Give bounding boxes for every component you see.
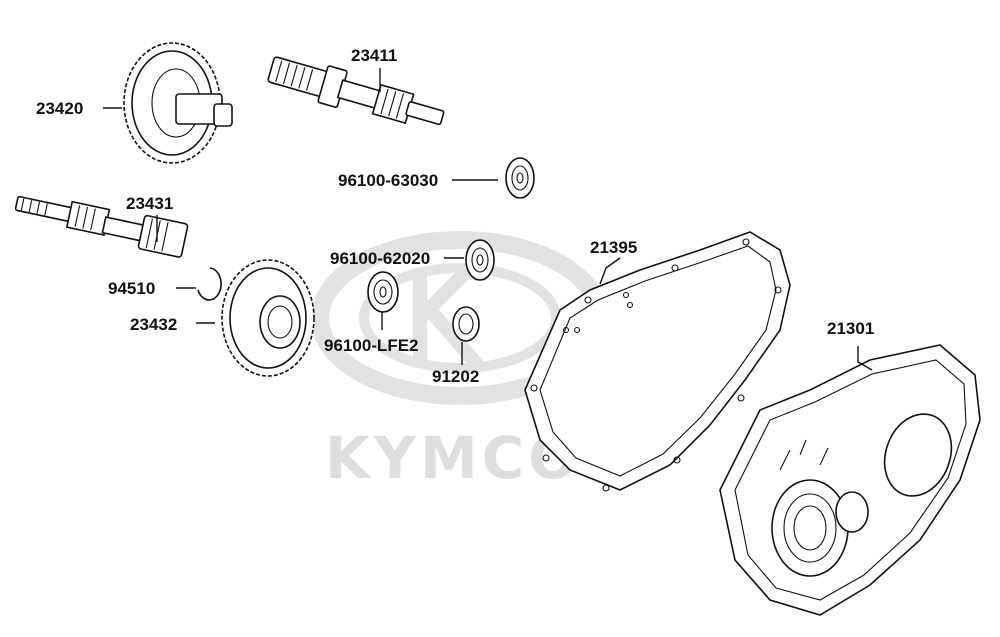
part-23420-gear <box>123 42 233 164</box>
leader-lines <box>103 68 873 371</box>
part-91202-oil-seal <box>452 306 480 342</box>
part-label-96100-63030: 96100-63030 <box>338 171 438 190</box>
part-23432-gear <box>221 259 315 377</box>
part-label-23420: 23420 <box>36 99 83 118</box>
part-label-21395: 21395 <box>590 238 637 257</box>
part-96100-lfe2-bearing <box>367 271 399 313</box>
part-label-96100-lfe2: 96100-LFE2 <box>324 336 419 355</box>
part-96100-62020-bearing <box>465 239 495 281</box>
part-label-23411: 23411 <box>351 46 397 65</box>
part-label-23431: 23431 <box>126 194 173 213</box>
part-23431-shaft <box>14 195 189 258</box>
part-21395-gasket <box>524 231 791 492</box>
part-label-23432: 23432 <box>130 315 177 334</box>
watermark-logo-k-mark <box>413 263 486 373</box>
part-23411-shaft <box>267 56 445 126</box>
part-21301-cover <box>719 344 981 616</box>
part-label-94510: 94510 <box>108 279 155 298</box>
part-label-96100-62020: 96100-62020 <box>330 249 430 268</box>
part-label-21301: 21301 <box>827 319 874 338</box>
part-label-91202: 91202 <box>432 367 479 386</box>
watermark-text: KYMCO <box>325 424 582 492</box>
part-96100-63030-bearing <box>505 157 535 199</box>
part-94510-circlip <box>197 267 222 301</box>
